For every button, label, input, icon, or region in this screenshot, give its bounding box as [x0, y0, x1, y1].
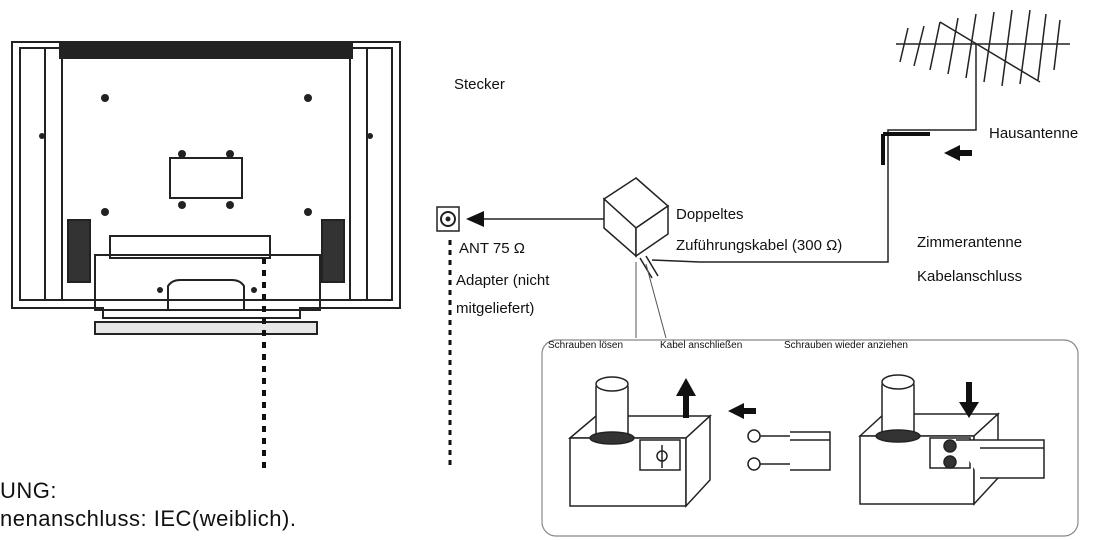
zimmerantenne-label: Zimmerantenne [917, 234, 1023, 251]
antenna-icon [896, 9, 1070, 104]
ant-jack-icon [436, 206, 460, 232]
hausantenne-label: Hausantenne [989, 125, 1079, 142]
step-connect-label: Kabel anschließen [660, 340, 743, 351]
arrow-left-icon [728, 403, 744, 419]
balun-adapter-icon [602, 177, 701, 279]
note-heading: UNG: [0, 478, 57, 503]
adapter-label-line2: mitgeliefert) [456, 300, 535, 317]
arrow-left-icon [944, 145, 960, 161]
tv-screw-holes [39, 94, 373, 293]
doppeltes-label: Doppeltes [676, 206, 744, 223]
tv-back-illustration [11, 41, 401, 335]
kabelanschluss-label: Kabelanschluss [917, 268, 1023, 285]
arrow-up-icon [683, 392, 689, 418]
arrow-down-icon [966, 382, 972, 404]
cable-lugs-illustration [747, 429, 831, 471]
stecker-label: Stecker [454, 76, 505, 93]
note-text: nenanschluss: IEC(weiblich). [0, 506, 297, 531]
zufuehrungskabel-label: Zuführungskabel (300 Ω) [676, 237, 843, 254]
adapter-label-line1: Adapter (nicht [456, 272, 550, 289]
arrow-left-icon [466, 211, 484, 227]
ant-label: ANT 75 Ω [459, 240, 525, 257]
step-tighten-label: Schrauben wieder anziehen [784, 340, 908, 351]
step-loosen-label: Schrauben lösen [548, 340, 624, 351]
connector-tighten-illustration [858, 374, 1045, 506]
connector-loosen-illustration [567, 376, 712, 508]
